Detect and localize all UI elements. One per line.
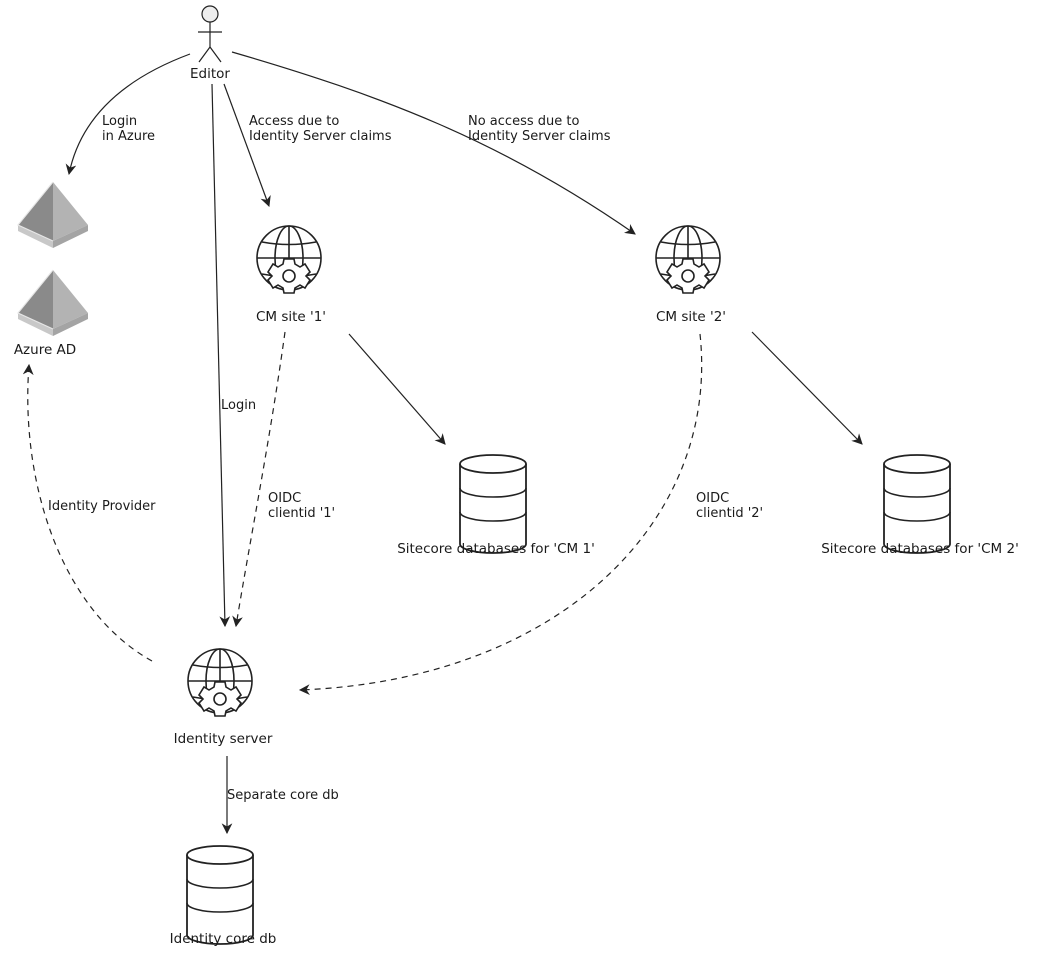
edge-no-access-label-1: No access due to: [468, 114, 579, 129]
edge-login-label: Login: [221, 398, 256, 413]
identity-core-db-label: Identity core db: [170, 931, 277, 947]
edge-login-azure-label-2: in Azure: [102, 129, 155, 144]
edge-oidc1-label-1: OIDC: [268, 491, 301, 506]
identity-server-label: Identity server: [174, 731, 273, 747]
db-cm2-label: Sitecore databases for 'CM 2': [821, 541, 1019, 557]
editor-actor-icon: [198, 5, 222, 63]
azure-ad-label: Azure AD: [14, 342, 76, 358]
cm1-label: CM site '1': [256, 309, 326, 325]
edge-access-cm1: [223, 83, 271, 208]
edge-oidc2-label-2: clientid '2': [696, 506, 763, 521]
cm2-label: CM site '2': [656, 309, 726, 325]
edge-identity-provider: [22, 363, 153, 662]
edge-no-access-label-2: Identity Server claims: [468, 129, 611, 144]
azure-pyramid-icon-upper: [17, 181, 89, 249]
azure-ad-icon: [17, 269, 89, 337]
edge-access-label-1: Access due to: [249, 114, 339, 129]
edge-login-azure-label-1: Login: [102, 114, 137, 129]
edge-separate-core-db-label: Separate core db: [227, 788, 339, 803]
edge-login-identity: [211, 83, 231, 628]
db-cm1-icon: [459, 454, 527, 554]
edge-oidc1: [232, 331, 286, 628]
db-cm1-label: Sitecore databases for 'CM 1': [397, 541, 595, 557]
edge-access-label-2: Identity Server claims: [249, 129, 392, 144]
edge-login-azure: [65, 53, 191, 176]
identity-server-globe-gear-icon: [187, 648, 253, 717]
edge-oidc1-label-2: clientid '1': [268, 506, 335, 521]
db-cm2-icon: [883, 454, 951, 554]
edge-identity-provider-label: Identity Provider: [48, 499, 156, 514]
cm2-globe-gear-icon: [655, 225, 721, 294]
cm1-globe-gear-icon: [256, 225, 322, 294]
identity-core-db-icon: [186, 845, 254, 945]
edge-oidc2: [298, 333, 703, 696]
edge-oidc2-label-1: OIDC: [696, 491, 729, 506]
edge-cm2-db: [751, 331, 863, 445]
edge-cm1-db: [348, 333, 446, 445]
editor-label: Editor: [190, 66, 230, 82]
edge-no-access-cm2: [231, 51, 636, 235]
